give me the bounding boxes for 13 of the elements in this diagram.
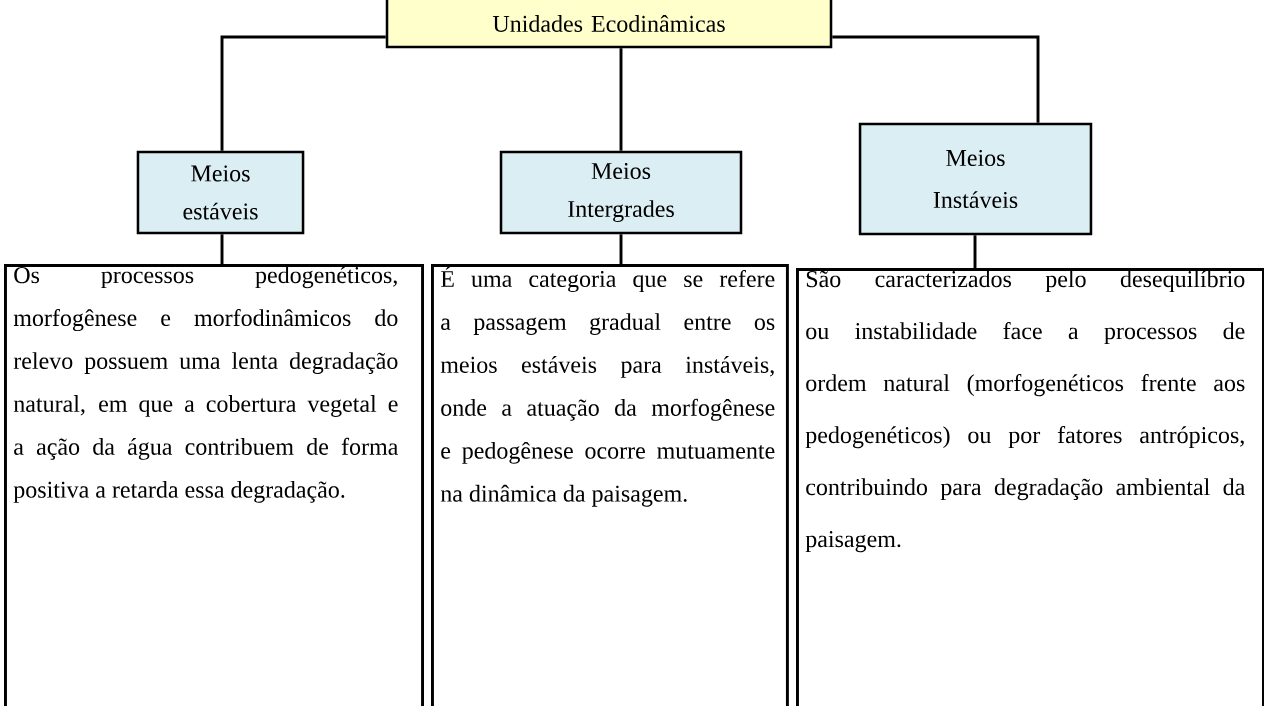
description-box: São caracterizados pelo desequilíbrio ou instabilidade face a processos de ordem natural (morfogenéticos frente aos pedogenéticos) ou por fatores antrópicos, contribuindo para degradação ambiental da paisagem. <box>796 268 1264 706</box>
description-box: É uma categoria que se refere a passagem gradual entre os meios estáveis para instáveis, onde a atuação da morfogênese e pedogênese ocorre mutuamente na dinâmica da paisagem. <box>431 264 789 706</box>
connector-line <box>973 235 977 268</box>
connector-line <box>832 35 1040 123</box>
description-box: Os processos pedogenéticos, morfogênese e morfodinâmicos do relevo possuem uma lenta degradação natural, em que a cobertura vegetal e a ação da água contribuem de forma positiva a retarda essa degradação. <box>4 264 424 706</box>
box-title: Unidades Ecodinâmicas <box>385 0 833 49</box>
connector-line <box>220 234 224 264</box>
connector-line <box>619 48 623 151</box>
connector-line <box>220 35 386 151</box>
category-box: Meios Instáveis <box>858 122 1093 236</box>
connector-line <box>619 234 623 264</box>
category-box: Meios estáveis <box>136 150 305 235</box>
category-box: Meios Intergrades <box>499 150 743 235</box>
